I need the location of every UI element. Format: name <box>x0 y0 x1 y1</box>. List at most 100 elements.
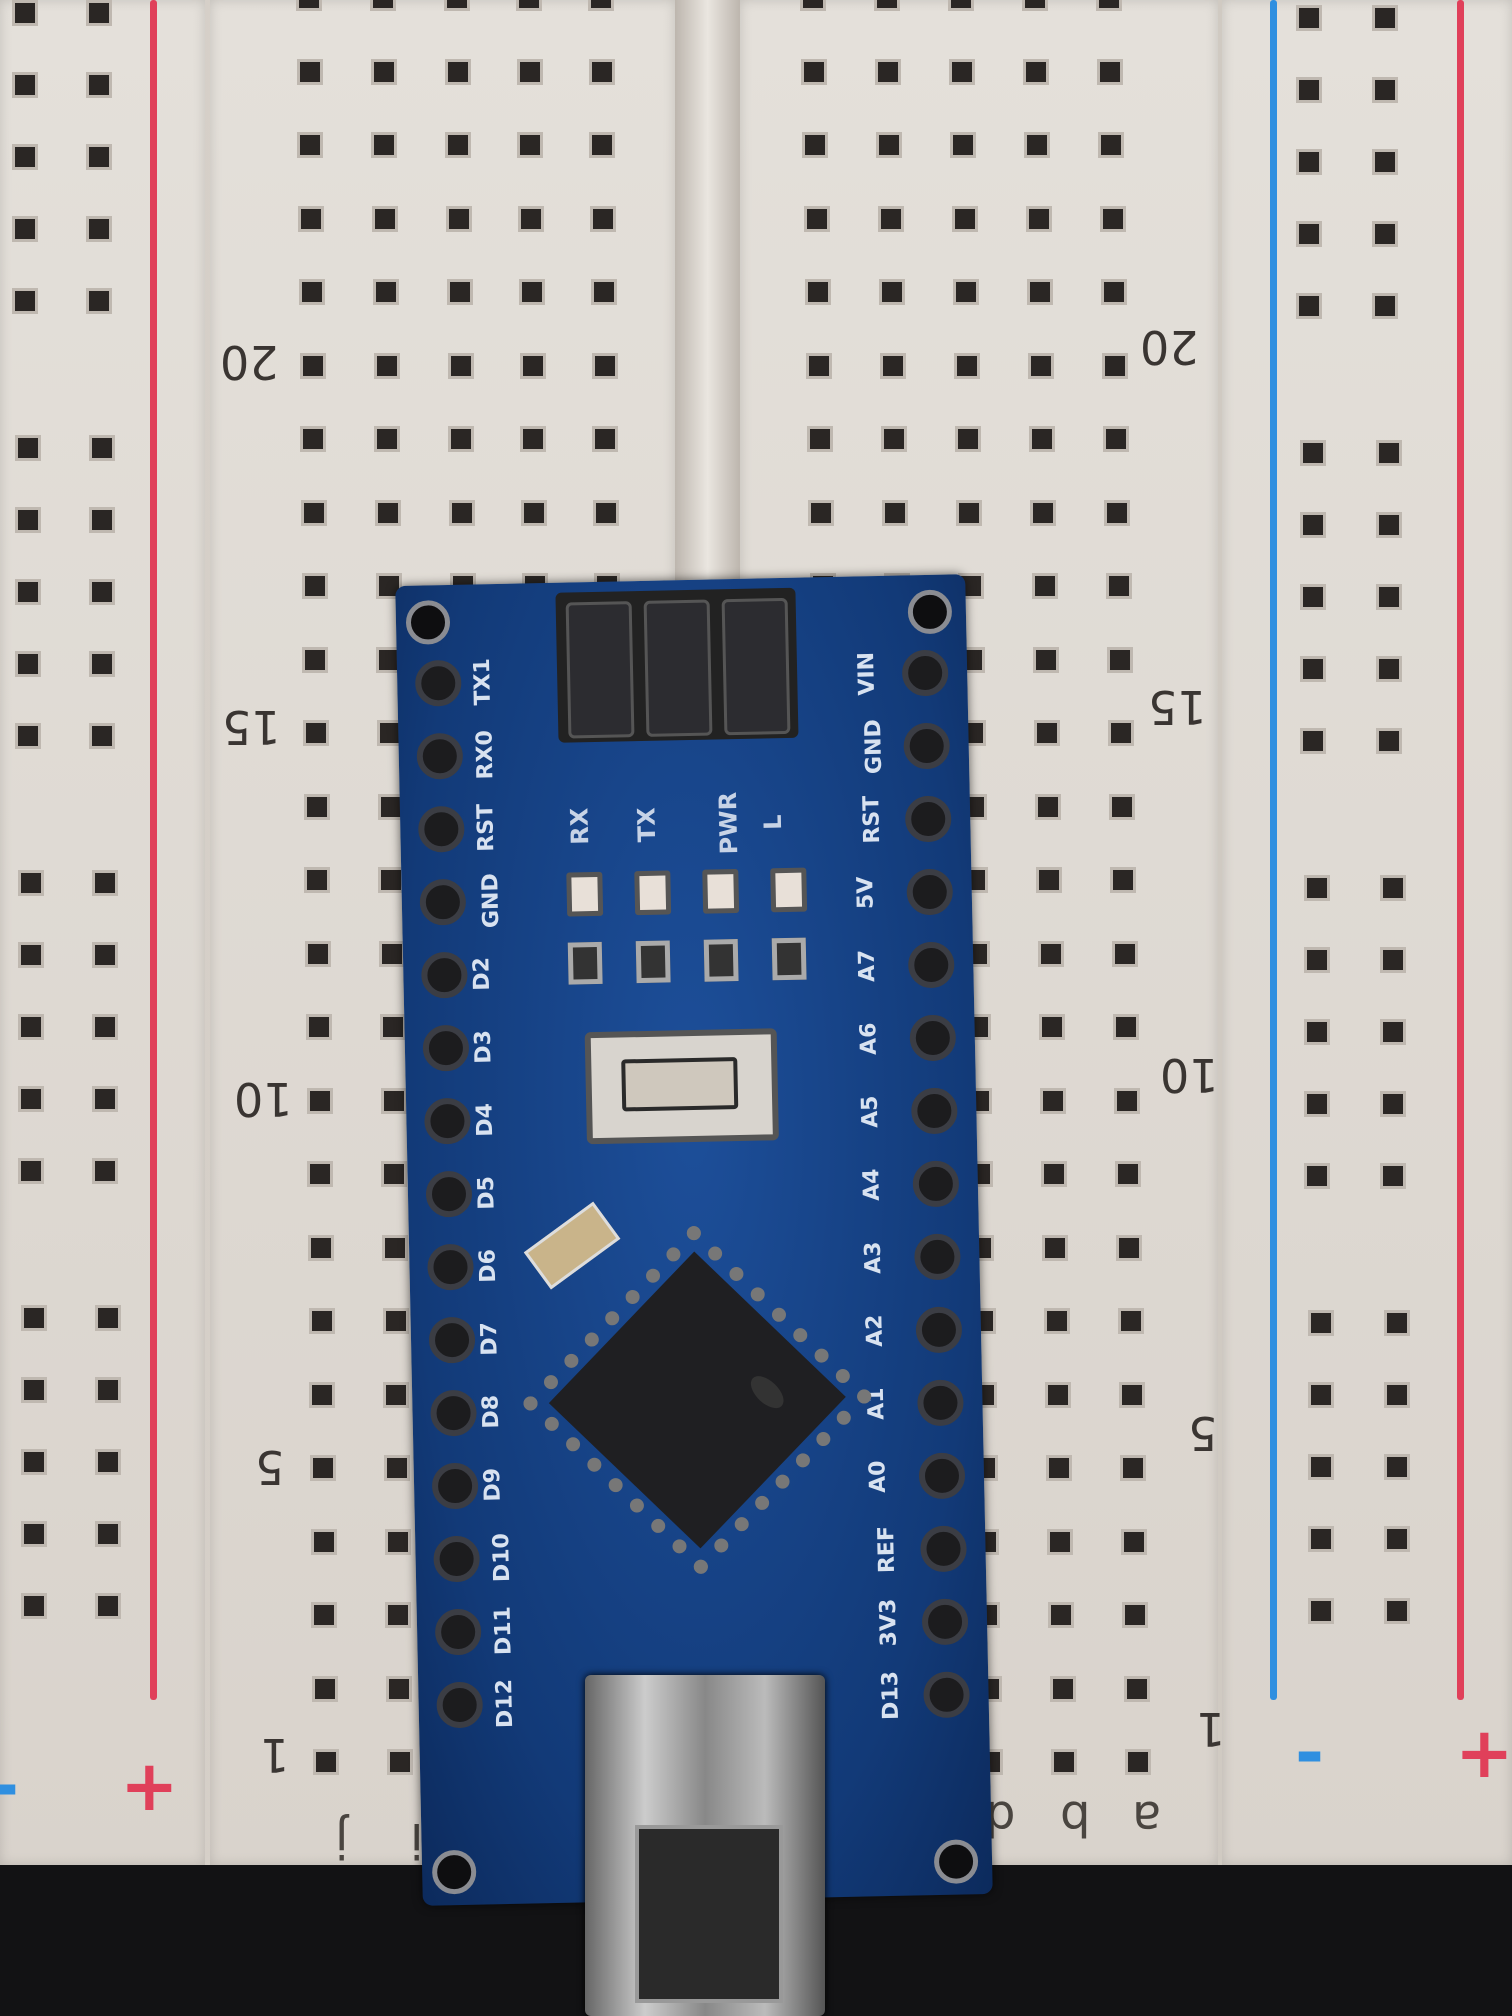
breadboard-hole[interactable] <box>878 279 905 305</box>
breadboard-hole[interactable] <box>1304 947 1330 973</box>
header-pin-rst[interactable] <box>417 805 465 853</box>
breadboard-hole[interactable] <box>1380 1019 1406 1045</box>
breadboard-hole[interactable] <box>1032 646 1059 673</box>
breadboard-hole[interactable] <box>590 279 617 305</box>
breadboard-hole[interactable] <box>448 499 475 526</box>
breadboard-hole[interactable] <box>15 579 41 605</box>
breadboard-hole[interactable] <box>1123 1675 1150 1702</box>
breadboard-hole[interactable] <box>12 288 38 314</box>
breadboard-hole[interactable] <box>954 352 980 379</box>
header-pin-a3[interactable] <box>913 1233 961 1281</box>
breadboard-hole[interactable] <box>952 279 979 305</box>
breadboard-hole[interactable] <box>804 279 831 305</box>
header-pin-d9[interactable] <box>431 1462 479 1510</box>
header-pin-d7[interactable] <box>428 1316 476 1364</box>
breadboard-hole[interactable] <box>89 507 115 533</box>
breadboard-hole[interactable] <box>303 793 330 820</box>
header-pin-tx1[interactable] <box>414 659 462 707</box>
breadboard-hole[interactable] <box>304 867 331 893</box>
breadboard-hole[interactable] <box>298 205 325 232</box>
header-pin-gnd[interactable] <box>903 722 951 770</box>
breadboard-hole[interactable] <box>1296 5 1322 31</box>
breadboard-hole[interactable] <box>588 0 614 11</box>
breadboard-hole[interactable] <box>1047 1528 1074 1555</box>
breadboard-hole[interactable] <box>370 0 396 11</box>
breadboard-hole[interactable] <box>955 426 982 452</box>
breadboard-hole[interactable] <box>1029 426 1056 452</box>
breadboard-hole[interactable] <box>802 132 829 158</box>
breadboard-hole[interactable] <box>592 426 619 452</box>
breadboard-hole[interactable] <box>1300 728 1326 754</box>
breadboard-hole[interactable] <box>379 1014 406 1040</box>
breadboard-hole[interactable] <box>92 1158 118 1184</box>
breadboard-hole[interactable] <box>305 1014 332 1040</box>
breadboard-hole[interactable] <box>1296 293 1322 319</box>
breadboard-hole[interactable] <box>18 870 44 896</box>
header-pin-gnd[interactable] <box>419 878 467 926</box>
breadboard-hole[interactable] <box>1097 58 1124 85</box>
breadboard-hole[interactable] <box>18 1158 44 1184</box>
breadboard-hole[interactable] <box>297 132 324 158</box>
header-pin-a1[interactable] <box>916 1379 964 1427</box>
breadboard-hole[interactable] <box>1104 499 1131 526</box>
breadboard-hole[interactable] <box>949 58 976 85</box>
breadboard-hole[interactable] <box>444 0 470 11</box>
breadboard-hole[interactable] <box>95 1377 121 1403</box>
breadboard-hole[interactable] <box>520 426 547 452</box>
header-pin-a4[interactable] <box>912 1160 960 1208</box>
breadboard-hole[interactable] <box>518 279 545 305</box>
breadboard-hole[interactable] <box>92 1014 118 1040</box>
breadboard-hole[interactable] <box>21 1305 47 1331</box>
header-pin-vin[interactable] <box>901 649 949 697</box>
breadboard-hole[interactable] <box>312 1675 339 1702</box>
breadboard-hole[interactable] <box>516 58 543 85</box>
breadboard-hole[interactable] <box>446 279 473 305</box>
breadboard-hole[interactable] <box>1300 440 1326 466</box>
header-pin-a2[interactable] <box>915 1306 963 1354</box>
breadboard-hole[interactable] <box>92 870 118 896</box>
breadboard-hole[interactable] <box>18 1086 44 1112</box>
breadboard-hole[interactable] <box>1031 573 1058 599</box>
breadboard-hole[interactable] <box>1114 1087 1140 1114</box>
breadboard-hole[interactable] <box>951 205 978 232</box>
breadboard-hole[interactable] <box>374 426 401 452</box>
header-pin-d10[interactable] <box>433 1535 481 1583</box>
breadboard-hole[interactable] <box>1103 426 1130 452</box>
breadboard-hole[interactable] <box>310 1455 336 1481</box>
breadboard-hole[interactable] <box>384 1528 411 1555</box>
breadboard-hole[interactable] <box>1105 573 1132 599</box>
breadboard-hole[interactable] <box>1036 867 1063 893</box>
breadboard-hole[interactable] <box>92 1086 118 1112</box>
header-pin-a0[interactable] <box>918 1452 966 1500</box>
breadboard-hole[interactable] <box>1044 1381 1071 1408</box>
header-pin-a6[interactable] <box>909 1014 957 1062</box>
breadboard-hole[interactable] <box>1099 205 1126 232</box>
breadboard-hole[interactable] <box>1022 0 1048 11</box>
breadboard-hole[interactable] <box>1376 440 1402 466</box>
breadboard-hole[interactable] <box>1042 1234 1069 1261</box>
breadboard-hole[interactable] <box>1308 1382 1334 1408</box>
breadboard-hole[interactable] <box>1304 1163 1330 1189</box>
breadboard-hole[interactable] <box>12 0 38 26</box>
breadboard-hole[interactable] <box>1116 1234 1143 1261</box>
breadboard-hole[interactable] <box>379 940 406 967</box>
breadboard-hole[interactable] <box>15 435 41 461</box>
breadboard-hole[interactable] <box>1041 1161 1068 1187</box>
breadboard-hole[interactable] <box>1372 5 1398 31</box>
breadboard-hole[interactable] <box>21 1377 47 1403</box>
breadboard-hole[interactable] <box>89 651 115 677</box>
breadboard-hole[interactable] <box>1372 77 1398 103</box>
breadboard-hole[interactable] <box>301 573 328 599</box>
breadboard-hole[interactable] <box>1296 149 1322 175</box>
breadboard-hole[interactable] <box>445 132 472 158</box>
breadboard-hole[interactable] <box>1025 205 1052 232</box>
breadboard-hole[interactable] <box>89 723 115 749</box>
breadboard-hole[interactable] <box>1096 0 1122 11</box>
breadboard-hole[interactable] <box>86 0 112 26</box>
breadboard-hole[interactable] <box>807 426 834 452</box>
breadboard-hole[interactable] <box>310 1528 337 1555</box>
breadboard-hole[interactable] <box>1122 1602 1149 1628</box>
header-pin-a7[interactable] <box>907 941 955 989</box>
breadboard-hole[interactable] <box>371 132 398 158</box>
breadboard-hole[interactable] <box>12 72 38 98</box>
